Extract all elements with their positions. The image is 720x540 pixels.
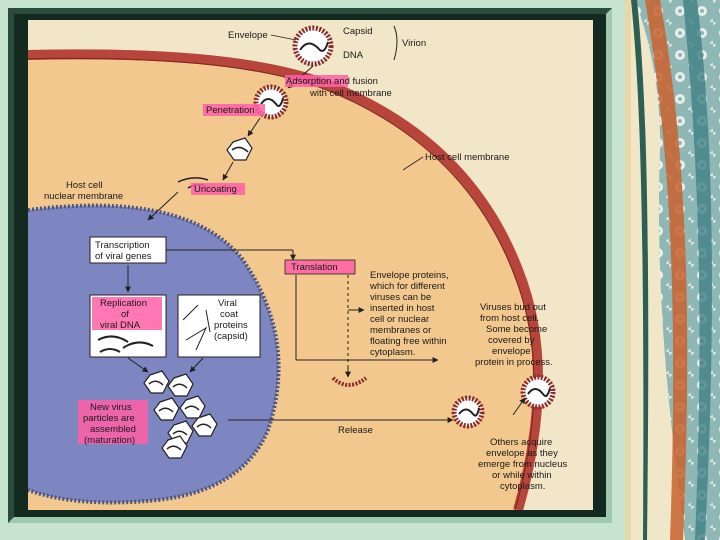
label-others-1: Others acquire [490,437,552,448]
label-nuclear-membrane-1: Host cell [66,180,102,191]
label-virion: Virion [402,38,426,49]
label-others-4: or while within [492,470,552,481]
label-bud-5: envelope [492,346,531,357]
label-envelope-proteins-7: floating free within [370,336,447,347]
label-transcription-1: Transcription [95,240,150,251]
new-virus-particles [143,370,218,459]
label-coat-1: Viral [218,298,237,309]
label-bud-6: protein in process. [475,357,553,368]
label-replication-3: viral DNA [100,320,141,331]
coat-proteins-box [177,294,261,358]
label-release: Release [338,425,373,436]
label-envelope-proteins-8: cytoplasm. [370,347,415,358]
label-envelope-proteins-5: cell or nuclear [370,314,429,325]
label-bud-4: covered by [488,335,535,346]
label-penetration: Penetration [206,105,255,116]
label-bud-1: Viruses bud out [480,302,546,313]
translation-box [285,260,355,274]
label-others-5: cytoplasm. [500,481,545,492]
label-capsid: Capsid [343,26,373,37]
label-others-3: emerge from nucleus [478,459,567,470]
label-bud-3: Some become [486,324,547,335]
virus-replication-diagram: Envelope Capsid DNA Virion Adsorption an… [28,20,593,510]
label-envelope: Envelope [228,30,268,41]
budded-virion [520,374,556,410]
label-envelope-proteins-3: viruses can be [370,292,431,303]
label-assembled-3: assembled [90,424,136,435]
label-coat-2: coat [220,309,238,320]
label-translation: Translation [291,262,338,273]
label-adsorption-1: Adsorption and fusion [286,76,378,87]
label-assembled-4: (maturation) [84,435,135,446]
label-replication-2: of [121,309,129,320]
highlight-replication [92,297,162,330]
highlight-assembled [78,400,148,444]
label-uncoating: Uncoating [194,184,237,195]
label-envelope-proteins-4: inserted in host [370,303,435,314]
virion [292,25,334,67]
transcription-box [89,236,167,264]
label-dna: DNA [343,50,364,61]
highlight-adsorption [285,75,348,87]
label-assembled-2: particles are [83,413,135,424]
label-assembled-1: New virus [90,402,132,413]
virion-budding [451,395,485,429]
label-envelope-proteins-1: Envelope proteins, [370,270,449,281]
label-bud-2: from host cell. [480,313,539,324]
label-others-2: envelope as they [486,448,558,459]
label-replication-1: Replication [100,298,147,309]
label-adsorption-2: with cell membrane [309,88,392,99]
label-envelope-proteins-2: which for different [369,281,445,292]
highlight-penetration [203,104,265,116]
label-envelope-proteins-6: membranes or [370,325,431,336]
envelope-protein-fragment [331,376,368,387]
decorative-pattern-strip [625,0,720,540]
highlight-uncoating [191,183,245,195]
label-nuclear-membrane-2: nuclear membrane [44,191,123,202]
capsid-entering [226,137,253,161]
label-coat-4: (capsid) [214,331,248,342]
label-host-cell-membrane: Host cell membrane [425,152,509,163]
label-transcription-2: of viral genes [95,251,152,262]
label-coat-3: proteins [214,320,248,331]
